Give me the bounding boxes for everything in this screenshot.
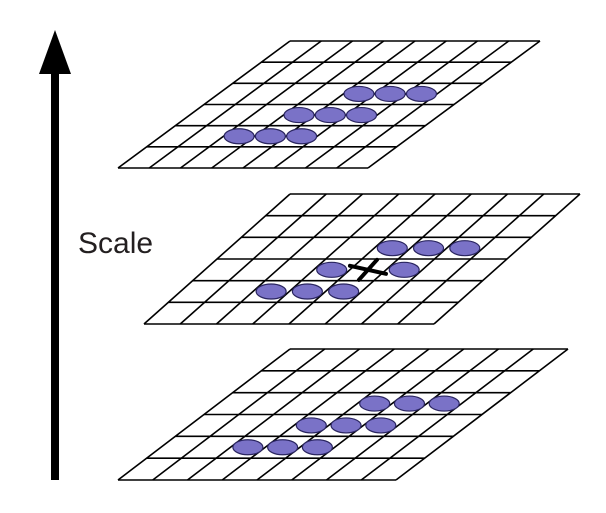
sample-dot <box>286 128 318 145</box>
grid-line <box>143 193 291 325</box>
scale-arrow <box>39 30 71 480</box>
sample-dot <box>449 240 481 257</box>
grid-line <box>273 40 447 169</box>
center-x-marker <box>356 257 379 282</box>
grid-line <box>152 348 326 481</box>
grid-line <box>252 193 400 325</box>
scale-axis-label: Scale <box>78 227 153 260</box>
grid-line <box>117 40 291 169</box>
grid-line <box>433 193 581 325</box>
sample-dot <box>359 395 391 412</box>
sample-dot <box>255 283 287 300</box>
sample-dot <box>393 395 426 412</box>
grid-line <box>242 40 416 169</box>
lower-scale-layer <box>117 348 569 481</box>
grid-line <box>360 193 509 325</box>
grid-line <box>288 193 436 325</box>
sample-dot <box>283 106 315 124</box>
sample-dot <box>314 106 346 124</box>
sample-dot <box>345 106 378 124</box>
grid-line <box>179 193 327 325</box>
sample-dot <box>365 417 397 434</box>
grid-line <box>305 40 478 169</box>
grid-line <box>326 348 499 481</box>
grid-line <box>395 348 569 481</box>
grid-line <box>221 348 395 481</box>
scale-arrow-head <box>39 30 71 74</box>
sample-dot <box>343 85 375 103</box>
grid-line <box>215 193 364 325</box>
sample-dot <box>405 85 438 103</box>
sample-dot <box>374 85 406 103</box>
sample-dot <box>254 128 286 145</box>
sample-dot <box>412 240 445 257</box>
grid-line <box>187 348 360 481</box>
grid-line <box>256 348 430 481</box>
sample-dot <box>328 283 360 300</box>
grid-line <box>148 40 322 169</box>
grid-line <box>367 40 541 169</box>
sample-dot <box>428 395 460 412</box>
grid-line <box>117 348 291 481</box>
grid-line <box>291 348 465 481</box>
sample-dot <box>330 417 362 434</box>
upper-scale-layer <box>117 40 541 169</box>
sample-dot <box>232 439 264 456</box>
grid-line <box>324 193 472 325</box>
grid-line <box>336 40 510 169</box>
sample-dot <box>295 417 327 434</box>
grid-line <box>211 40 385 169</box>
sample-dot <box>388 261 420 278</box>
sample-dot <box>267 439 299 456</box>
sample-dot <box>223 128 255 145</box>
sample-dot <box>291 283 323 300</box>
sample-dot <box>316 261 348 278</box>
current-scale-layer <box>143 193 581 325</box>
grid-line <box>180 40 353 169</box>
grid-line <box>360 348 534 481</box>
sample-dot <box>376 240 408 257</box>
sample-dot <box>301 439 333 456</box>
grid-line <box>397 193 545 325</box>
